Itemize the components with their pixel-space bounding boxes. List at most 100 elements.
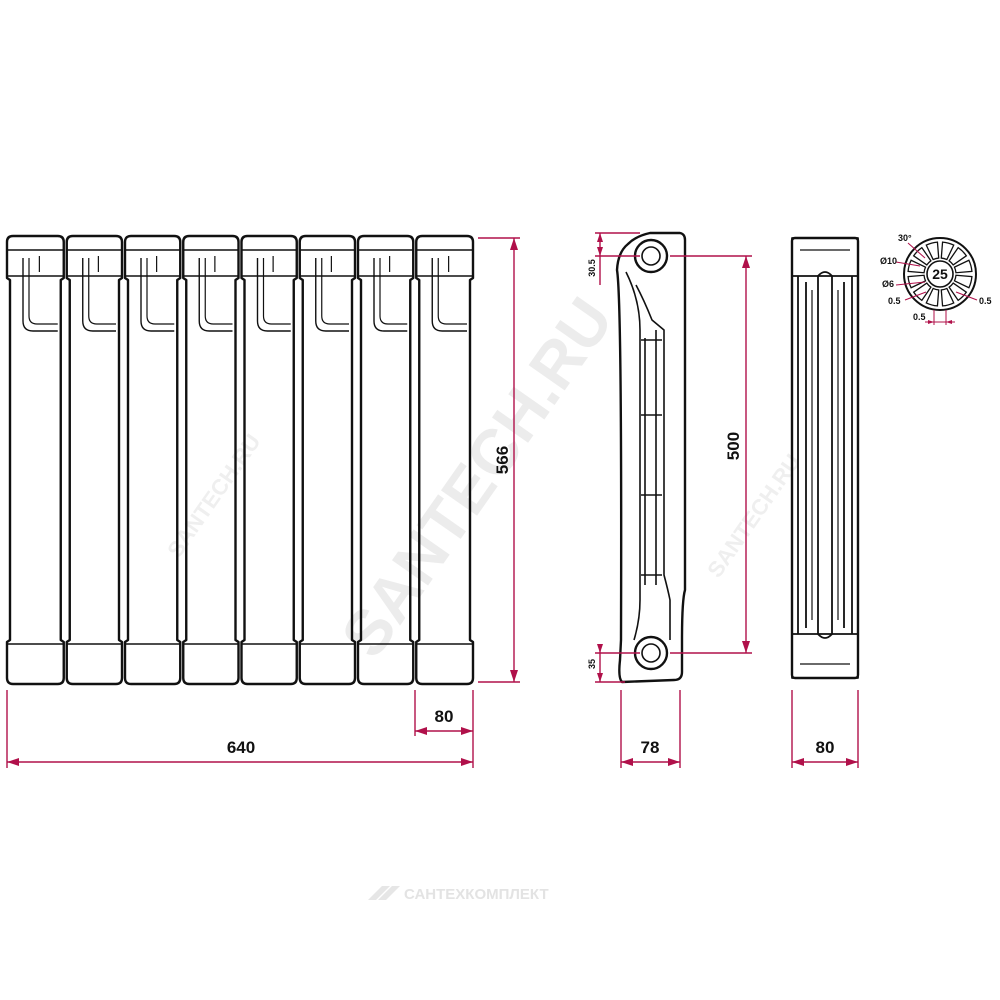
section-inner-channel	[22, 258, 58, 332]
radiator-section	[240, 234, 298, 686]
watermark-small-right: SANTECH.RU	[702, 449, 805, 581]
section-inner-channel	[315, 258, 349, 332]
angle-label: 30°	[898, 233, 912, 243]
gasket-inner-ring	[926, 260, 954, 288]
outer-diameter-leader	[895, 261, 921, 267]
radiator-section	[5, 234, 65, 686]
end-view	[790, 236, 860, 680]
gasket-cell	[948, 282, 968, 302]
gasket-cell	[953, 274, 973, 289]
axis-arrow-top	[742, 256, 750, 268]
section-inner-channel-2	[88, 258, 116, 325]
outer-diameter-label: Ø10	[880, 256, 897, 266]
axis-arrow-bottom	[742, 641, 750, 653]
watermark-main: SANTECH.RU	[327, 285, 627, 670]
gasket-cell	[925, 241, 940, 261]
left-gap-label: 0.5	[888, 296, 901, 306]
top-offset-arrow-1	[597, 233, 603, 242]
gasket-outer-ring	[903, 237, 977, 311]
bottom-gap-label: 0.5	[913, 312, 926, 322]
section-inner-channel-2	[262, 258, 291, 325]
top-offset-label: 30.5	[587, 259, 597, 277]
height-arrow-top	[510, 238, 518, 250]
end-width-arrow-right	[846, 758, 858, 766]
side-ribs	[641, 339, 662, 576]
end-center-inner	[811, 290, 839, 620]
height-arrow-bottom	[510, 670, 518, 682]
gasket-cell	[940, 287, 955, 307]
section-inner-channel-2	[379, 258, 408, 325]
end-top-cap	[791, 237, 859, 277]
radiator-section	[123, 234, 182, 686]
top-offset-arrow-2	[597, 247, 603, 256]
end-right-fin	[843, 276, 853, 634]
section-inner-channel-2	[28, 258, 58, 325]
side-fin-edge	[644, 330, 657, 585]
thread-label: 25	[932, 266, 948, 282]
front-dimensions	[6, 237, 520, 768]
side-dimensions	[595, 232, 752, 768]
end-width-label: 80	[816, 738, 835, 757]
axis-distance-label: 500	[724, 432, 743, 460]
depth-arrow-right	[668, 758, 680, 766]
width-arrow-left	[7, 758, 19, 766]
right-gap-leader	[955, 291, 978, 301]
radiator-section	[65, 234, 124, 686]
bottom-gap-arrow-2	[946, 320, 952, 324]
section-inner-channel	[198, 258, 233, 332]
radiator-section	[415, 234, 475, 686]
section-arrow-right	[461, 727, 473, 735]
end-dimensions	[791, 690, 859, 768]
gasket-cell	[948, 246, 968, 266]
side-top-port-inner	[641, 246, 661, 266]
side-outer-contour	[615, 231, 687, 684]
radiator-section	[356, 234, 415, 686]
section-inner-channel-2	[146, 258, 175, 325]
width-arrow-right	[461, 758, 473, 766]
radiator-section	[298, 234, 357, 686]
side-inner-contour	[635, 284, 671, 640]
bottom-offset-arrow-2	[597, 673, 603, 682]
footer-logo-text: САНТЕХКОМПЛЕКТ	[404, 886, 549, 903]
end-width-arrow-left	[792, 758, 804, 766]
watermark-layer: SANTECH.RU SANTECH.RU SANTECH.RU САНТЕХК…	[162, 285, 805, 903]
section-inner-channel	[256, 258, 291, 332]
section-inner-channel	[140, 258, 175, 332]
footer-logo: САНТЕХКОМПЛЕКТ	[368, 886, 549, 903]
radiator-section	[182, 234, 240, 686]
side-inner-contour-2	[625, 271, 641, 641]
bottom-gap-arrow-1	[928, 320, 934, 324]
gasket-cell	[907, 259, 927, 274]
section-inner-channel-2	[321, 258, 349, 325]
bottom-offset-arrow-1	[597, 644, 603, 653]
section-inner-channel	[373, 258, 408, 332]
gasket-cell	[907, 274, 927, 289]
section-inner-channel-2	[437, 258, 467, 325]
section-inner-channel	[431, 258, 467, 332]
side-view	[615, 231, 687, 684]
gasket-cells	[907, 241, 973, 307]
width-label: 640	[227, 738, 255, 757]
end-bottom-cap	[791, 633, 859, 679]
gasket-cell	[953, 259, 973, 274]
right-gap-label: 0.5	[979, 296, 992, 306]
end-outer-body	[790, 236, 860, 680]
gasket-cell	[912, 246, 932, 266]
side-bottom-port-inner	[641, 643, 661, 663]
end-center-column	[817, 271, 833, 639]
gasket-cell	[925, 287, 940, 307]
gasket-detail: 25 30° Ø10 Ø6 0.5 0.5 0.5	[880, 233, 992, 325]
front-view	[5, 234, 475, 686]
left-gap-leader	[904, 291, 927, 301]
footer-logo-icon	[368, 886, 400, 900]
angle-leader	[907, 242, 926, 259]
section-width-label: 80	[435, 707, 454, 726]
depth-arrow-left	[621, 758, 633, 766]
section-inner-channel	[82, 258, 116, 332]
end-left-fin	[797, 276, 807, 634]
section-arrow-left	[415, 727, 427, 735]
gasket-cell	[940, 241, 955, 261]
gasket-cell	[912, 282, 932, 302]
inner-diameter-leader	[895, 281, 926, 286]
